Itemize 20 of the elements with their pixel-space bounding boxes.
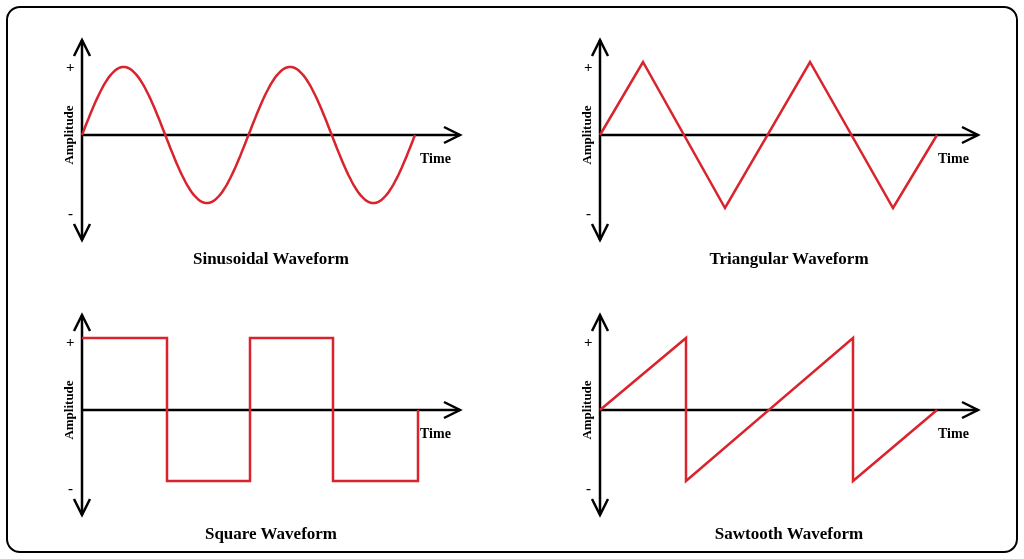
minus-sign: - <box>68 481 73 496</box>
axis-label: Amplitude <box>579 105 593 165</box>
axis-label: Time <box>938 152 969 166</box>
waveform-title: Square Waveform <box>204 525 338 542</box>
axis-label: Time <box>420 152 451 166</box>
waveform-title: Sinusoidal Waveform <box>193 250 349 267</box>
axis-label: Time <box>938 427 969 441</box>
waveform-title: Triangular Waveform <box>709 250 869 267</box>
axis-label: Time <box>420 427 451 441</box>
axis-label: Amplitude <box>579 380 593 440</box>
minus-sign: - <box>586 481 591 496</box>
minus-sign: - <box>586 206 591 221</box>
minus-sign: - <box>68 206 73 221</box>
plus-sign: + <box>66 60 75 75</box>
axis-label: Amplitude <box>61 105 75 165</box>
plus-sign: + <box>66 335 75 350</box>
waveform-title: Sawtooth Waveform <box>714 525 864 542</box>
plus-sign: + <box>584 335 593 350</box>
plus-sign: + <box>584 60 593 75</box>
axis-label: Amplitude <box>61 380 75 440</box>
